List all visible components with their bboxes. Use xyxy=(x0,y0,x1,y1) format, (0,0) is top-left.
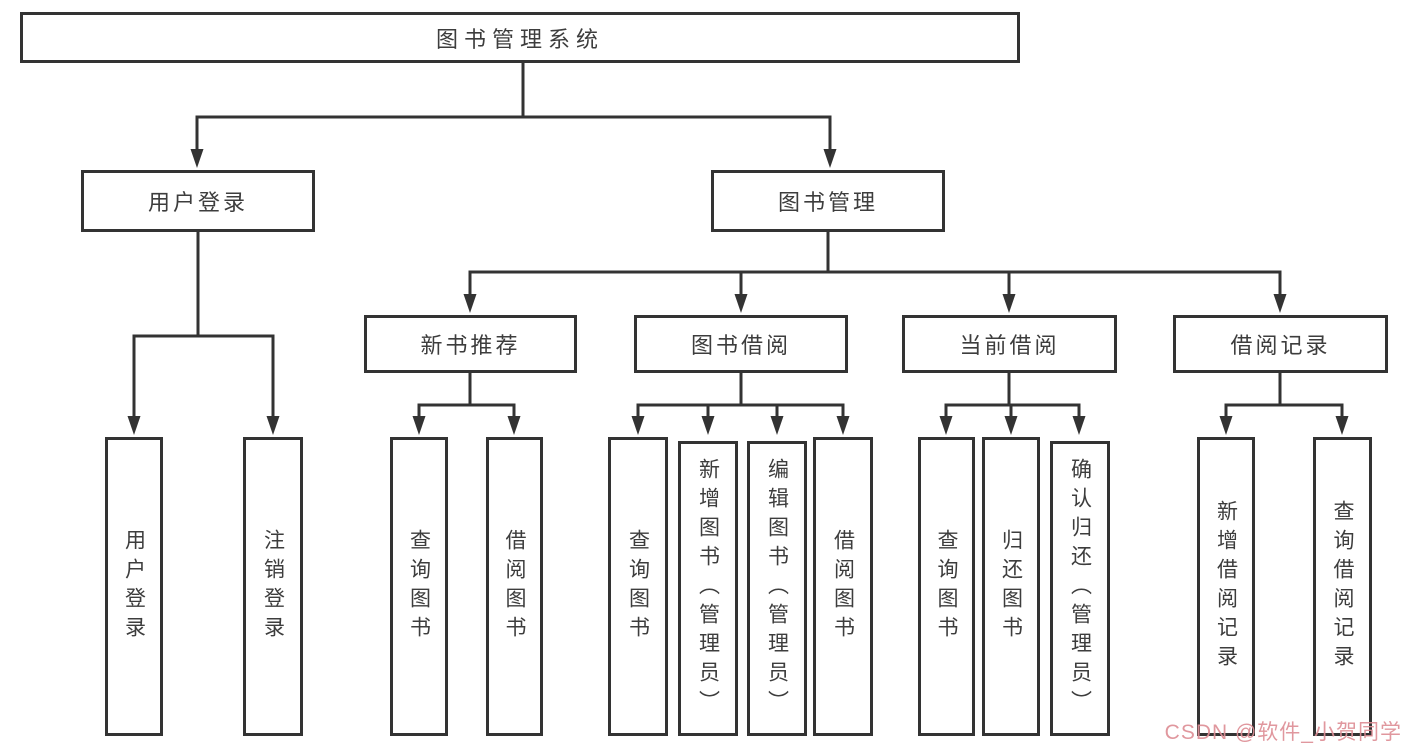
node-label: 借阅图书 xyxy=(503,528,526,645)
node-new-book-recommend: 新书推荐 xyxy=(364,315,577,373)
arrowhead-down-icon xyxy=(939,416,953,435)
leaf-query-books-3: 查询图书 xyxy=(918,437,975,736)
node-label: 新增图书（管理员） xyxy=(696,458,720,719)
node-borrowing-records: 借阅记录 xyxy=(1173,315,1388,373)
node-library-management-system: 图书管理系统 xyxy=(20,12,1020,63)
arrowhead-down-icon xyxy=(1004,416,1018,435)
arrowhead-down-icon xyxy=(631,416,645,435)
arrowhead-down-icon xyxy=(1273,294,1287,313)
arrowhead-down-icon xyxy=(190,149,204,168)
leaf-query-books-1: 查询图书 xyxy=(390,437,448,736)
node-book-borrowing: 图书借阅 xyxy=(634,315,848,373)
arrowhead-down-icon xyxy=(266,416,280,435)
arrowhead-down-icon xyxy=(412,416,426,435)
leaf-add-books-admin: 新增图书（管理员） xyxy=(678,441,738,736)
node-label: 图书管理系统 xyxy=(435,26,604,52)
leaf-query-borrow-record: 查询借阅记录 xyxy=(1313,437,1372,736)
node-label: 借阅图书 xyxy=(831,528,855,645)
leaf-query-books-2: 查询图书 xyxy=(608,437,668,736)
arrowhead-down-icon xyxy=(734,294,748,313)
arrowhead-down-icon xyxy=(507,416,521,435)
leaf-borrow-books-2: 借阅图书 xyxy=(813,437,873,736)
node-label: 图书借阅 xyxy=(690,333,791,358)
node-label: 确认归还（管理员） xyxy=(1068,458,1092,719)
node-label: 借阅记录 xyxy=(1230,333,1331,358)
node-book-management: 图书管理 xyxy=(711,170,945,232)
node-label: 用户登录 xyxy=(122,528,146,645)
node-label: 新书推荐 xyxy=(420,333,521,358)
node-label: 当前借阅 xyxy=(959,333,1060,358)
arrowhead-down-icon xyxy=(836,416,850,435)
leaf-user-login: 用户登录 xyxy=(105,437,163,736)
leaf-logout: 注销登录 xyxy=(243,437,303,736)
node-label: 新增借阅记录 xyxy=(1214,499,1238,674)
leaf-confirm-return-admin: 确认归还（管理员） xyxy=(1050,441,1110,736)
node-user-login: 用户登录 xyxy=(81,170,315,232)
node-label: 查询图书 xyxy=(407,528,431,645)
arrowhead-down-icon xyxy=(127,416,141,435)
arrowhead-down-icon xyxy=(463,294,477,313)
arrowhead-down-icon xyxy=(1219,416,1233,435)
node-label: 查询借阅记录 xyxy=(1331,499,1354,674)
leaf-add-borrow-record: 新增借阅记录 xyxy=(1197,437,1255,736)
node-label: 图书管理 xyxy=(777,190,878,215)
node-label: 用户登录 xyxy=(147,190,248,215)
leaf-edit-books-admin: 编辑图书（管理员） xyxy=(747,441,807,736)
node-label: 编辑图书（管理员） xyxy=(765,458,789,719)
arrowhead-down-icon xyxy=(1002,294,1016,313)
node-current-borrowing: 当前借阅 xyxy=(902,315,1117,373)
arrowhead-down-icon xyxy=(701,416,715,435)
node-label: 查询图书 xyxy=(626,528,650,645)
node-label: 归还图书 xyxy=(999,528,1023,645)
arrowhead-down-icon xyxy=(823,149,837,168)
arrowhead-down-icon xyxy=(1072,416,1086,435)
node-label: 注销登录 xyxy=(261,528,285,645)
leaf-borrow-books-1: 借阅图书 xyxy=(486,437,543,736)
csdn-watermark: CSDN @软件_小贺同学 xyxy=(1164,721,1402,744)
arrowhead-down-icon xyxy=(1335,416,1349,435)
node-label: 查询图书 xyxy=(935,528,958,645)
leaf-return-books: 归还图书 xyxy=(982,437,1040,736)
arrowhead-down-icon xyxy=(770,416,784,435)
